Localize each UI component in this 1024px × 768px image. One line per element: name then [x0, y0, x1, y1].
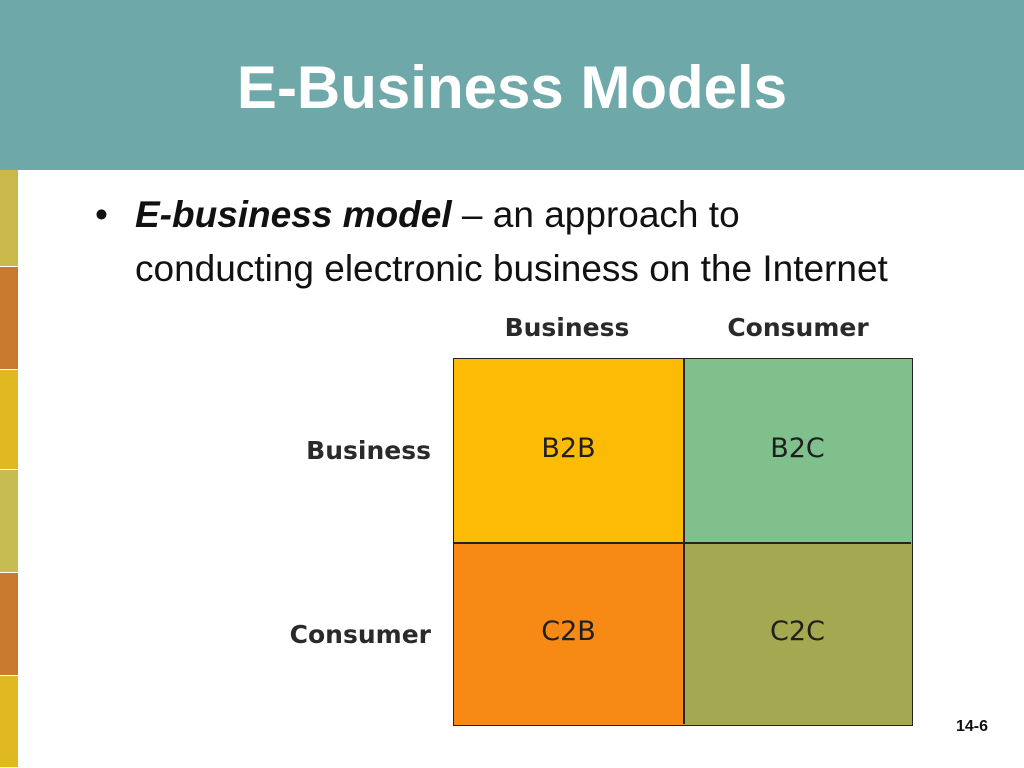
- matrix-cell-c2c: C2C: [683, 542, 912, 725]
- matrix-cell-b2b: B2B: [454, 359, 683, 542]
- sidebar-stripe: [0, 573, 18, 676]
- row-label-consumer: Consumer: [289, 620, 431, 649]
- matrix-cell-b2c: B2C: [683, 359, 912, 542]
- bullet-marker: •: [95, 194, 108, 235]
- slide-number: 14-6: [955, 718, 988, 735]
- matrix-divider-horizontal: [454, 542, 911, 544]
- bullet-definition: an approach to conducting electronic bus…: [135, 194, 888, 289]
- slide-title: E-Business Models: [236, 54, 788, 121]
- row-label-business: Business: [306, 436, 431, 465]
- matrix-cell-label: B2B: [541, 433, 596, 464]
- sidebar-stripes: [0, 170, 18, 768]
- sidebar-stripe: [0, 470, 18, 573]
- matrix-cell-c2b: C2B: [454, 542, 683, 725]
- bullet-term: E-business model: [135, 194, 452, 235]
- sidebar-stripe: [0, 170, 18, 267]
- column-label-consumer: Consumer: [727, 313, 869, 342]
- column-label-business: Business: [504, 313, 630, 342]
- matrix-cell-label: C2B: [541, 616, 596, 647]
- business-model-matrix: B2B B2C C2B C2C: [453, 358, 913, 726]
- bullet-dash: –: [451, 194, 493, 235]
- title-bar: [0, 0, 1024, 170]
- matrix-cell-label: B2C: [770, 433, 825, 464]
- matrix-cell-label: C2C: [770, 616, 825, 647]
- sidebar-stripe: [0, 267, 18, 370]
- sidebar-stripe: [0, 370, 18, 470]
- sidebar-stripe: [0, 676, 18, 768]
- bullet-text: E-business model – an approach to conduc…: [135, 188, 915, 296]
- matrix-divider-vertical: [683, 359, 685, 724]
